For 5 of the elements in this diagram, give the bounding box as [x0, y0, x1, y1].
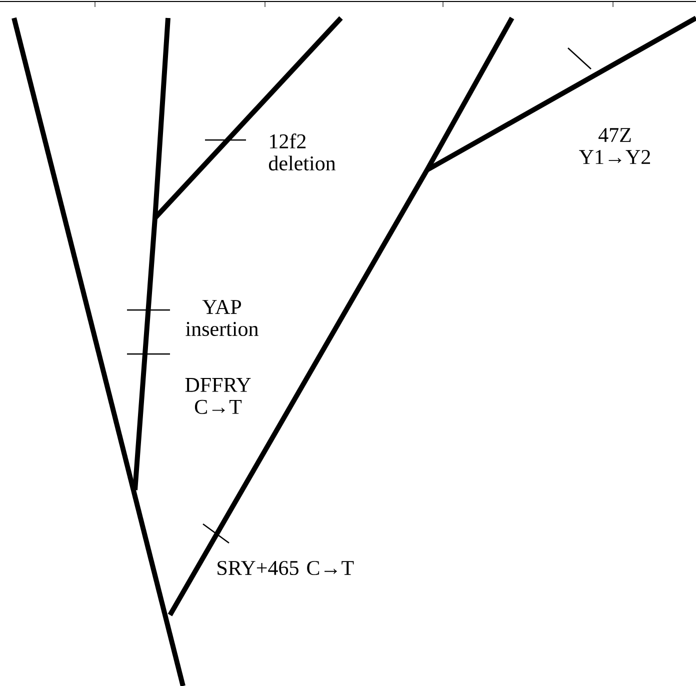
mutation-label: SRY+465 C→T	[218, 560, 354, 576]
mutation-label: YAP insertion	[186, 300, 258, 336]
mutation-label: 12f2 deletion	[268, 134, 336, 170]
mutation-label: 47Z Y1→Y2	[579, 128, 650, 164]
mutation-label: DFFRY C→T	[185, 378, 251, 414]
